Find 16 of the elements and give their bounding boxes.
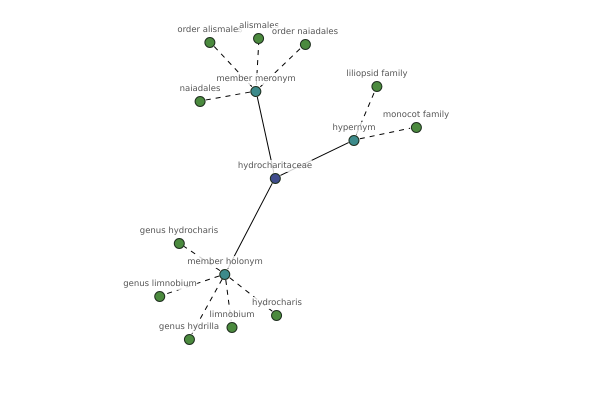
connector-line	[359, 128, 411, 140]
node-label: hypernym	[332, 122, 376, 134]
node-label: member holonym	[187, 256, 263, 268]
node-label: genus limnobium	[123, 278, 197, 290]
node-label: hydrocharitaceae	[238, 160, 312, 172]
connector-line	[260, 48, 302, 88]
connector-line	[205, 92, 251, 100]
connector-line	[191, 278, 223, 334]
node-label: member meronym	[216, 73, 296, 85]
connector-line	[356, 91, 376, 135]
node-label: liliopsid family	[346, 68, 408, 80]
node-label: hydrocharis	[252, 297, 302, 309]
node-label: limnobium	[210, 309, 254, 321]
node-label: genus hydrocharis	[140, 225, 218, 237]
node-label: genus hydrilla	[158, 321, 220, 333]
node-label: monocot family	[382, 109, 450, 121]
